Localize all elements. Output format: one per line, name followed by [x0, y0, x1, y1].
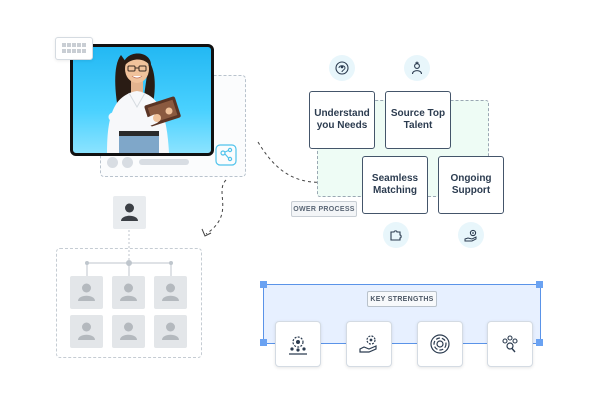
person-icon	[162, 322, 179, 340]
team-member-avatar	[112, 315, 145, 348]
hand-gear-icon	[458, 222, 484, 248]
process-step-source[interactable]: Source Top Talent	[385, 91, 451, 149]
resize-handle[interactable]	[536, 281, 543, 288]
process-step-label: Source Top Talent	[390, 108, 446, 131]
woman-illustration	[107, 53, 181, 153]
grid-icon	[62, 43, 86, 53]
process-label: OWER PROCESS	[291, 201, 357, 217]
grid-view-button[interactable]	[55, 37, 93, 60]
process-step-matching[interactable]: Seamless Matching	[362, 156, 428, 214]
team-member-avatar	[112, 276, 145, 309]
puzzle-icon	[383, 222, 409, 248]
profile-photo	[70, 44, 214, 156]
team-member-avatar	[154, 315, 187, 348]
strength-card[interactable]	[275, 321, 321, 367]
process-step-understand[interactable]: Understand you Needs	[309, 91, 375, 149]
network-share-icon[interactable]	[215, 144, 237, 166]
key-strengths-label: KEY STRENGTHS	[367, 291, 437, 307]
control-dot[interactable]	[122, 157, 133, 168]
person-icon	[78, 283, 95, 301]
process-step-label: Seamless Matching	[371, 173, 419, 196]
strength-card[interactable]	[487, 321, 533, 367]
person-icon	[120, 283, 137, 301]
person-icon	[120, 322, 137, 340]
org-connector-lines	[85, 230, 173, 276]
manager-avatar	[113, 196, 146, 229]
progress-pill	[139, 159, 189, 165]
control-dot[interactable]	[107, 157, 118, 168]
brain-icon	[329, 55, 355, 81]
strength-card[interactable]	[346, 321, 392, 367]
team-search-icon	[502, 335, 518, 353]
process-step-label: Understand you Needs	[314, 108, 370, 131]
person-star-icon	[404, 55, 430, 81]
process-step-label: Ongoing Support	[450, 173, 492, 196]
person-icon	[162, 283, 179, 301]
gear-team-icon	[289, 336, 307, 355]
video-controls	[107, 154, 235, 170]
process-step-support[interactable]: Ongoing Support	[438, 156, 504, 214]
resize-handle[interactable]	[260, 339, 267, 346]
person-icon	[121, 203, 138, 221]
resize-handle[interactable]	[260, 281, 267, 288]
hand-gear-shield-icon	[359, 335, 377, 353]
team-member-avatar	[154, 276, 187, 309]
team-member-avatar	[70, 276, 103, 309]
team-member-avatar	[70, 315, 103, 348]
target-spiral-icon	[430, 334, 450, 354]
team-org-panel	[56, 248, 202, 358]
strength-card[interactable]	[417, 321, 463, 367]
person-icon	[78, 322, 95, 340]
resize-handle[interactable]	[536, 339, 543, 346]
